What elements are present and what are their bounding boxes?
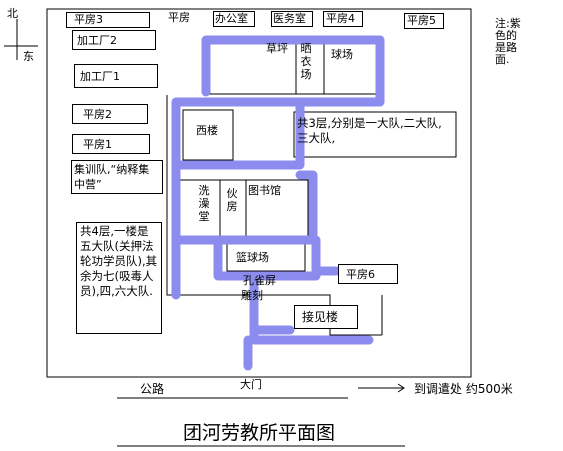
clinic-box: 医务室 [271,11,313,27]
pingfang3-box: 平房3 [66,12,150,28]
road-central-south [249,271,374,345]
road-middle-ring [171,170,318,245]
bathhouse-label: 洗澡堂 [198,184,210,223]
reception-box: 接见楼 [294,305,358,329]
inner-wall [166,95,382,336]
main-building-note: 共4层,一楼是五大队(关押法轮功学员队),其余为七(吸毒人员),四,六大队. [76,222,162,334]
pingfang5-box: 平房5 [404,13,444,29]
east-building-note: 共3层,分别是一大队,二大队,三大队, [297,116,442,145]
legend-note: 注:紫色的是路面. [495,17,521,66]
compass-east-label: 东 [23,50,34,63]
drying-yard-label: 晒衣场 [300,42,312,81]
direction-label: 到调遣处 约500米 [414,382,513,396]
library-label: 图书馆 [248,184,281,197]
west-building-label: 西楼 [196,124,218,137]
peacock-screen-label: 孔雀屏 [243,274,276,287]
road-north-loop [201,35,385,107]
road-west-spine [171,97,211,300]
map-title: 团河劳教所平面图 [183,422,336,444]
direction-arrow-head [397,383,405,393]
road-court-loop [213,235,321,281]
playground-label: 球场 [331,48,353,61]
pingfang6-box: 平房6 [338,264,398,284]
gate-label: 大门 [240,378,262,391]
pingfang-top-label: 平房 [168,11,190,24]
north-block [209,37,381,95]
compound-boundary [46,8,472,378]
road-east-spine [171,97,305,170]
compass-north-label: 北 [7,7,18,20]
east-building-outline [293,111,457,158]
roads [171,35,385,371]
factory2-box: 加工厂2 [72,30,156,50]
west-building-outline [182,109,234,161]
factory1-box: 加工厂1 [74,64,158,88]
office-box: 办公室 [213,11,255,27]
training-team-box: 集训队,“纳释集中营” [71,160,163,194]
sculpture-label: 雕刻 [241,289,263,302]
pingfang2-box: 平房2 [72,104,148,124]
pingfang4-box: 平房4 [323,11,363,27]
canteen-label: 伙房 [226,187,238,213]
basketball-label: 篮球场 [236,251,269,264]
pingfang1-box: 平房1 [72,134,150,154]
lawn-label: 草坪 [266,42,288,55]
road-label: 公路 [140,382,165,396]
